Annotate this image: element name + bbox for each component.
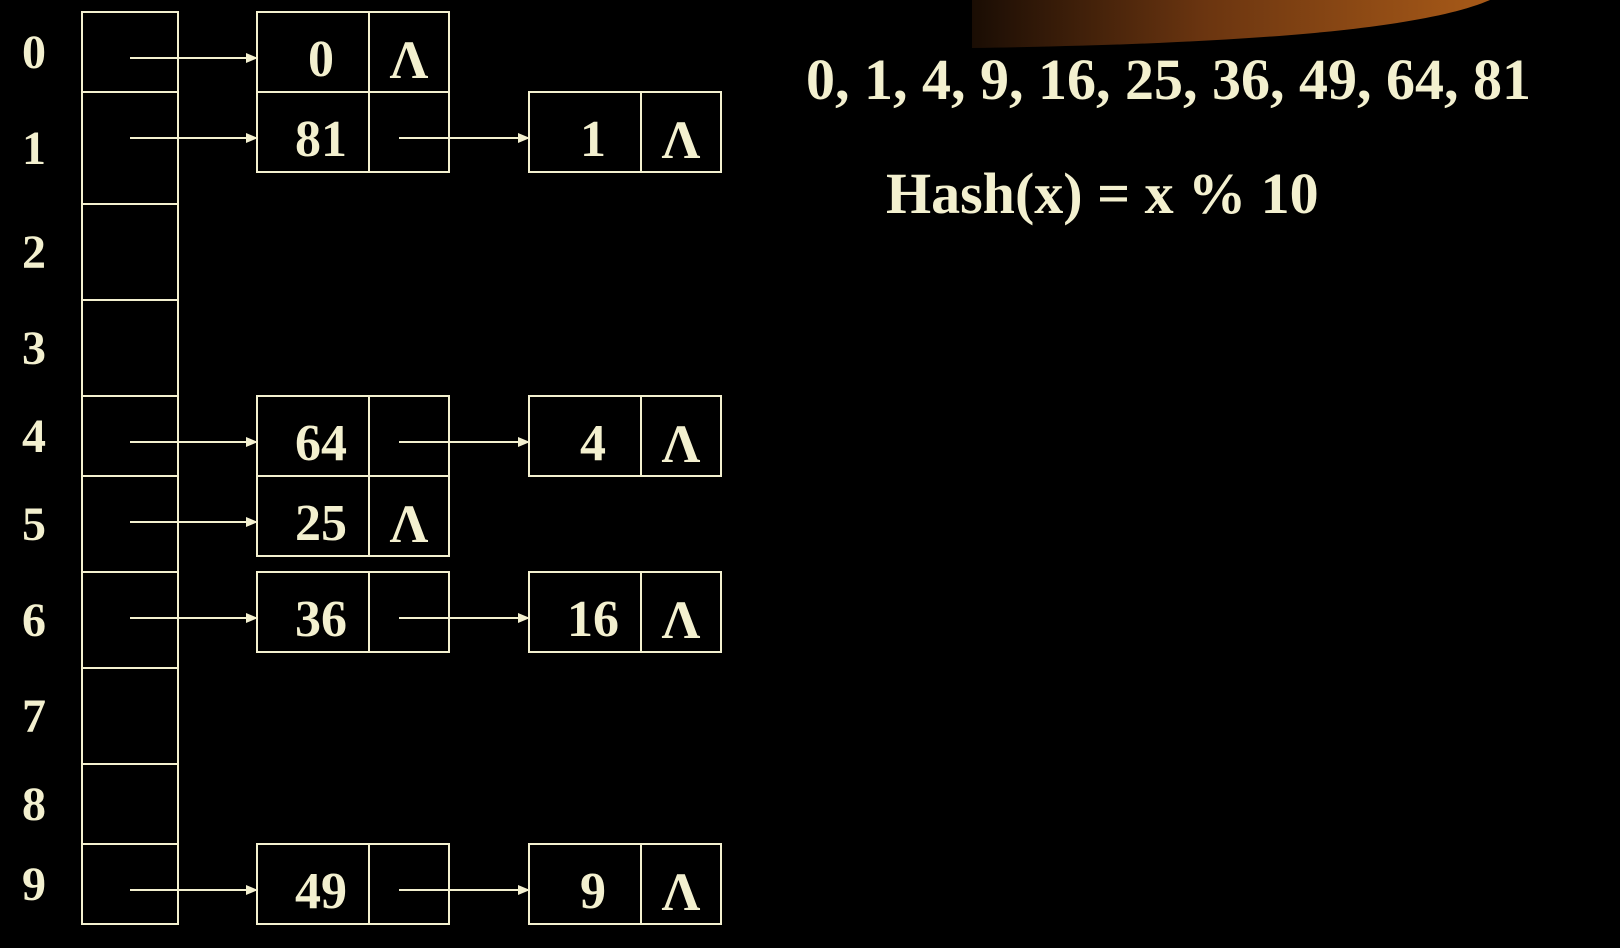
node-value: 4: [580, 415, 606, 472]
bucket-index-label: 1: [22, 122, 46, 175]
null-pointer-symbol: Λ: [662, 110, 701, 170]
node-value: 9: [580, 863, 606, 920]
bucket-index-label: 0: [22, 26, 46, 79]
node-pointer-cell: [368, 91, 450, 173]
node-value: 0: [308, 31, 334, 88]
node-pointer-cell: [640, 395, 722, 477]
bucket-cell: [81, 11, 179, 93]
node-pointer-cell: [368, 571, 450, 653]
node-value: 25: [295, 495, 347, 552]
bucket-index-label: 2: [22, 226, 46, 279]
bucket-cell: [81, 843, 179, 925]
bucket-index-label: 4: [22, 410, 46, 463]
null-pointer-symbol: Λ: [662, 414, 701, 474]
bucket-index-label: 8: [22, 778, 46, 831]
bucket-index-label: 5: [22, 498, 46, 551]
bucket-indices: 0 1 2 3 4 5 6 7 8 9: [22, 26, 46, 911]
node-pointer-cell: [640, 91, 722, 173]
node-pointer-cell: [368, 475, 450, 557]
null-pointer-symbol: Λ: [662, 590, 701, 650]
bucket-cell: [81, 763, 179, 845]
null-pointer-symbol: Λ: [390, 30, 429, 90]
node-value: 16: [567, 591, 619, 648]
bucket-cell: [81, 475, 179, 573]
node-value: 64: [295, 415, 347, 472]
bucket-cell: [81, 395, 179, 477]
bucket-index-label: 3: [22, 322, 46, 375]
bucket-index-label: 7: [22, 690, 46, 743]
node-value: 49: [295, 863, 347, 920]
node-pointer-cell: [368, 395, 450, 477]
key-sequence: 0, 1, 4, 9, 16, 25, 36, 49, 64, 81: [806, 47, 1531, 112]
node-value: 36: [295, 591, 347, 648]
bucket-array: [81, 11, 179, 925]
node-pointer-cell: [368, 843, 450, 925]
bucket-cell: [81, 299, 179, 397]
bucket-index-label: 6: [22, 594, 46, 647]
node-value: 1: [580, 111, 606, 168]
bucket-index-label: 9: [22, 858, 46, 911]
bucket-cell: [81, 667, 179, 765]
bucket-cell: [81, 91, 179, 205]
node-pointer-cell: [640, 571, 722, 653]
node-pointer-cell: [640, 843, 722, 925]
bucket-cell: [81, 203, 179, 301]
hash-function: Hash(x) = x % 10: [886, 161, 1319, 226]
null-pointer-symbol: Λ: [390, 494, 429, 554]
bucket-cell: [81, 571, 179, 669]
null-pointer-symbol: Λ: [662, 862, 701, 922]
node-value: 81: [295, 111, 347, 168]
